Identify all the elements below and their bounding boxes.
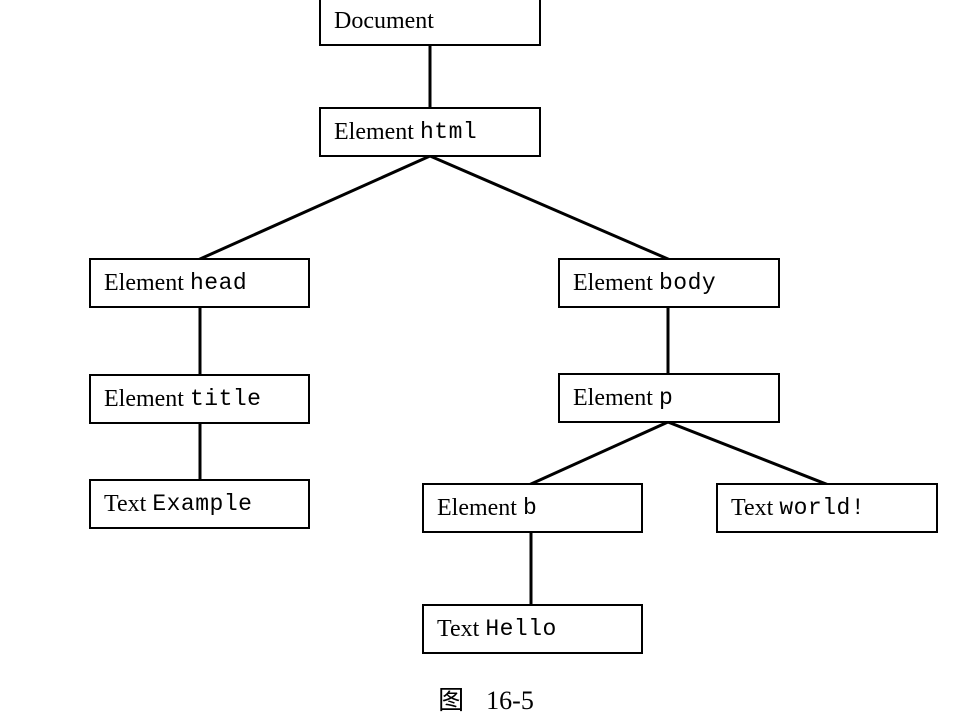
edge-html-body [428, 154, 670, 261]
node-kind: Element [573, 384, 653, 411]
node-tag: html [419, 119, 478, 145]
node-element-head: Element head [89, 258, 310, 308]
node-kind: Text [731, 494, 774, 521]
node-text-hello: Text Hello [422, 604, 643, 654]
node-kind: Text [104, 490, 147, 517]
node-text-example: Text Example [89, 479, 310, 529]
node-text-world: Text world! [716, 483, 938, 533]
node-kind: Element [573, 269, 653, 296]
node-tag: world! [779, 495, 866, 521]
node-kind: Element [104, 385, 184, 412]
node-document: Document [319, 0, 541, 46]
node-tag: title [189, 386, 262, 412]
edge-p-b [529, 420, 670, 486]
node-kind: Element [437, 494, 517, 521]
node-element-p: Element p [558, 373, 780, 423]
node-element-html: Element html [319, 107, 541, 157]
node-tag: body [658, 270, 717, 296]
edge-html-head [198, 154, 432, 261]
node-element-b: Element b [422, 483, 643, 533]
caption-number: 16-5 [486, 686, 534, 715]
node-kind: Document [334, 7, 434, 34]
node-tag: Hello [485, 616, 557, 642]
node-kind: Element [334, 118, 414, 145]
node-element-title: Element title [89, 374, 310, 424]
node-tag: b [522, 495, 538, 521]
caption-label: 图 [438, 686, 465, 716]
node-element-body: Element body [558, 258, 780, 308]
figure-caption: 图 16-5 [0, 680, 972, 717]
node-tag: p [658, 385, 674, 411]
edge-p-text-world [666, 420, 828, 486]
node-tag: head [189, 270, 248, 296]
node-tag: Example [152, 491, 253, 517]
node-kind: Element [104, 269, 184, 296]
node-kind: Text [437, 615, 480, 642]
